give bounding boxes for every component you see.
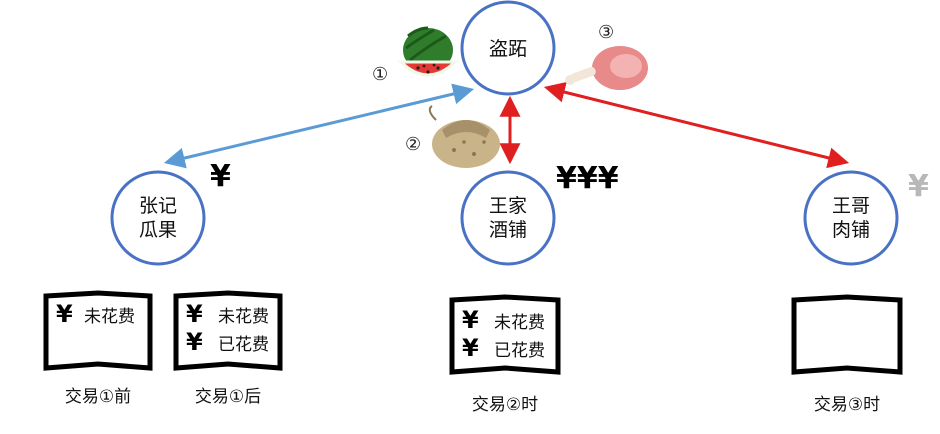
node-wang-wine: 王家 酒铺 [460,170,556,266]
payment-to-wang-wine: ¥¥¥ [556,161,619,196]
step-label-3: ③ [598,22,614,43]
watermelon-icon [397,26,459,77]
node-wang-wine-label-1: 王家 [489,195,527,217]
ledger-3-caption: 交易②时 [472,395,538,415]
payment-to-wang-meat: ¥ [908,169,929,204]
node-zhang-label-1: 张记 [139,195,177,217]
ledger-book-1: ¥ 未花费 [43,290,153,371]
step-label-1: ① [372,64,388,85]
ledger-book-3: ¥ 未花费 ¥ 已花费 [449,294,561,375]
ledger-2-line-1-text: 未花费 [218,307,269,327]
node-wang-meat-label-2: 肉铺 [832,219,870,241]
ledger-4-caption: 交易③时 [814,395,880,415]
ledger-book-2: ¥ 未花费 ¥ 已花费 [173,290,283,371]
wine-jar-icon [428,105,500,168]
ledger-2-line-1-yen: ¥ [186,300,203,328]
payment-to-zhang: ¥ [210,159,231,194]
arrow-daozhi-zhang [163,83,475,169]
ledger-2-line-2-yen: ¥ [186,328,203,356]
arrow-daozhi-wang-meat [543,81,850,169]
node-daozhi-label: 盗跖 [489,38,527,60]
node-zhang: 张记 瓜果 [110,170,206,266]
step-label-2: ② [405,134,421,155]
node-wang-meat: 王哥 肉铺 [803,170,899,266]
ham-icon [565,46,648,90]
ledger-2-caption: 交易①后 [195,387,261,407]
ledger-1-line-1-yen: ¥ [56,300,73,328]
ledger-3-line-1-text: 未花费 [494,313,545,333]
ledger-3-line-2-text: 已花费 [494,341,545,361]
node-daozhi: 盗跖 [460,0,556,96]
node-zhang-label-2: 瓜果 [139,219,177,241]
node-wang-meat-label-1: 王哥 [832,195,870,217]
ledger-2-line-2-text: 已花费 [218,335,269,355]
ledger-1-caption: 交易①前 [65,387,131,407]
ledger-1-line-1-text: 未花费 [84,307,135,327]
ledger-3-line-1-yen: ¥ [462,306,479,334]
node-wang-wine-label-2: 酒铺 [489,219,527,241]
ledger-3-line-2-yen: ¥ [462,334,479,362]
ledger-book-4 [791,294,903,375]
